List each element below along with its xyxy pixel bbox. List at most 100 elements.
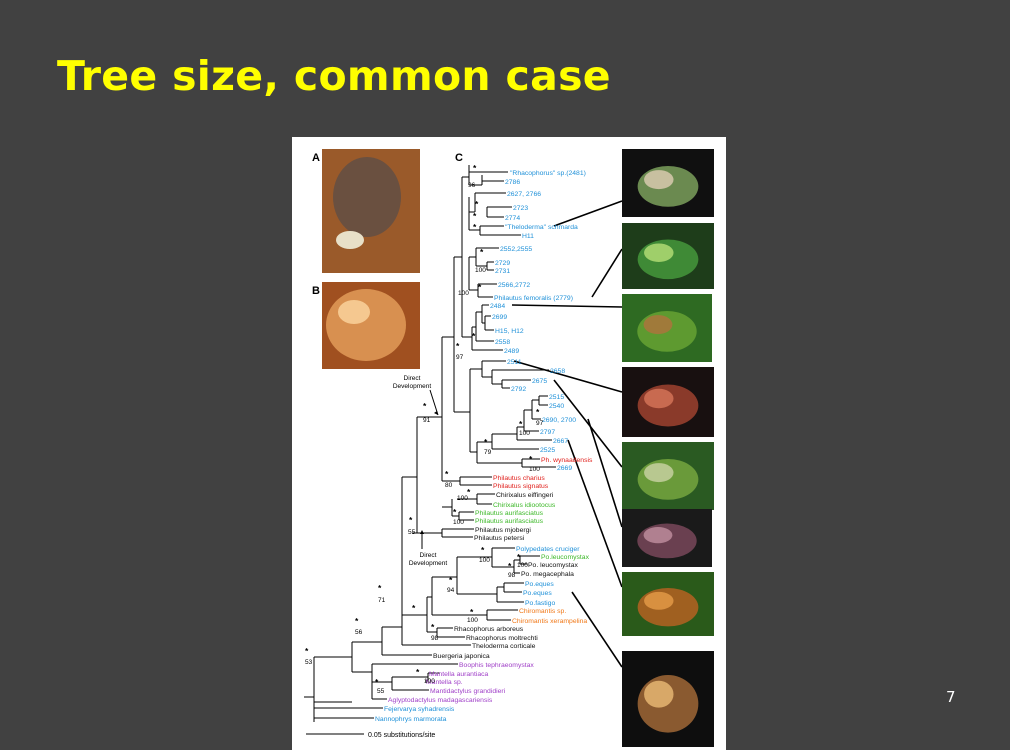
frog-photo-icon (622, 572, 714, 636)
support-star: * (431, 622, 435, 632)
taxon-label: 2731 (495, 268, 510, 275)
photo-connector (571, 591, 623, 668)
scale-bar-label: 0.05 substitutions/site (368, 732, 435, 739)
taxon-label: Mantidactylus grandidieri (430, 688, 506, 695)
support-value: 100 (529, 466, 540, 473)
support-star: * (412, 603, 416, 613)
taxon-label: Philautus charius (493, 475, 545, 482)
taxon-label: Chirixalus eiffingeri (496, 492, 554, 499)
frog-photo-icon (622, 367, 714, 437)
taxon-label: Nannophrys marmorata (375, 716, 447, 723)
taxon-label: 2525 (540, 447, 555, 454)
page-number: 7 (946, 688, 956, 706)
direct-development-upper-line1: Direct (404, 375, 421, 382)
support-value: 56 (355, 629, 363, 636)
photo-connector (567, 439, 623, 588)
arrowhead-lower (420, 530, 424, 534)
taxon-label: 2792 (511, 386, 526, 393)
support-value: 91 (423, 417, 431, 424)
support-value: 96 (468, 182, 476, 189)
taxon-label: Po.eques (525, 581, 554, 588)
photo-connector (591, 248, 623, 298)
taxon-label: Po. megacephala (521, 571, 574, 578)
frog-photo-icon (622, 442, 714, 510)
taxon-label: 2774 (505, 215, 520, 222)
panel-label-c: C (455, 152, 463, 164)
taxon-label: 2540 (549, 403, 564, 410)
panel-label-b: B (312, 285, 320, 297)
photo-connector (511, 304, 623, 308)
support-star: * (416, 667, 420, 677)
panel-a-photo (322, 149, 420, 273)
frog-photo-icon (622, 149, 714, 217)
support-star: * (445, 469, 449, 479)
panel-b-photo (322, 282, 420, 369)
taxon-label: H11 (522, 233, 534, 240)
taxon-label: 2515 (549, 394, 564, 401)
direct-development-upper-line2: Development (393, 383, 431, 390)
support-value: 100 (453, 519, 464, 526)
support-value: 100 (457, 495, 468, 502)
support-star: * (517, 552, 521, 562)
taxon-label: 2667 (553, 438, 568, 445)
taxon-label: Theloderma corticale (472, 643, 536, 650)
taxon-label: Philautus mjobergi (475, 527, 531, 534)
taxon-label: Aglyptodactylus madagascariensis (388, 697, 493, 704)
taxon-label: Rhacophorus moltrechti (466, 635, 538, 642)
taxon-label: Chiromantis xerampelina (512, 618, 587, 625)
support-star: * (473, 222, 477, 232)
taxon-label: 2690, 2700 (542, 417, 576, 424)
taxon-label: Mantella aurantiaca (429, 671, 489, 678)
support-star: * (473, 211, 477, 221)
taxon-label: 2729 (495, 260, 510, 267)
panel-label-a: A (312, 152, 320, 164)
taxon-label: 2566,2772 (498, 282, 530, 289)
frog-photo-icon (622, 509, 712, 567)
support-star: * (453, 507, 457, 517)
support-star: * (536, 407, 540, 417)
support-star: * (519, 419, 523, 429)
support-star: * (475, 199, 479, 209)
support-value: 55 (408, 529, 416, 536)
frog-photo-icon (622, 294, 712, 362)
taxon-label: 2484 (490, 303, 505, 310)
taxon-label: 2723 (513, 205, 528, 212)
tree-branches (304, 165, 556, 722)
taxon-label: Po. leucomystax (528, 562, 578, 569)
support-value: 98 (508, 572, 516, 579)
taxon-label: Mantella sp. (426, 679, 463, 686)
frog-photo-icon (622, 651, 714, 747)
support-value: 97 (456, 354, 464, 361)
support-star: * (470, 607, 474, 617)
taxon-label: 2558 (495, 339, 510, 346)
taxon-label: 2511 (507, 359, 522, 366)
taxon-label: Rhacophorus arboreus (454, 626, 524, 633)
direct-development-lower-line1: Direct (420, 552, 437, 559)
support-star: * (478, 282, 482, 292)
support-star: * (378, 583, 382, 593)
support-star: * (449, 575, 453, 585)
support-star: * (456, 341, 460, 351)
support-value: 94 (447, 587, 455, 594)
taxon-label: Chirixalus idiootocus (493, 502, 556, 509)
taxon-label: Po.fastigo (525, 600, 555, 607)
taxon-label: 2489 (504, 348, 519, 355)
support-value: 100 (519, 430, 530, 437)
support-star: * (305, 646, 309, 656)
support-star: * (423, 401, 427, 411)
support-value: 80 (445, 482, 453, 489)
taxon-label: Buergeria japonica (433, 653, 490, 660)
taxon-label: Po.eques (523, 590, 552, 597)
taxon-label: 2552,2555 (500, 246, 532, 253)
taxon-label: H15, H12 (495, 328, 524, 335)
support-value: 98 (431, 635, 439, 642)
support-value: 100 (517, 562, 528, 569)
direct-development-lower-line2: Development (409, 560, 447, 567)
taxon-label: Philautus femoralis (2779) (494, 295, 573, 302)
support-value: 100 (424, 678, 435, 685)
taxon-label: Philautus aurifasciatus (475, 518, 544, 525)
support-star: * (472, 331, 476, 341)
taxon-label: Chiromantis sp. (519, 608, 566, 615)
